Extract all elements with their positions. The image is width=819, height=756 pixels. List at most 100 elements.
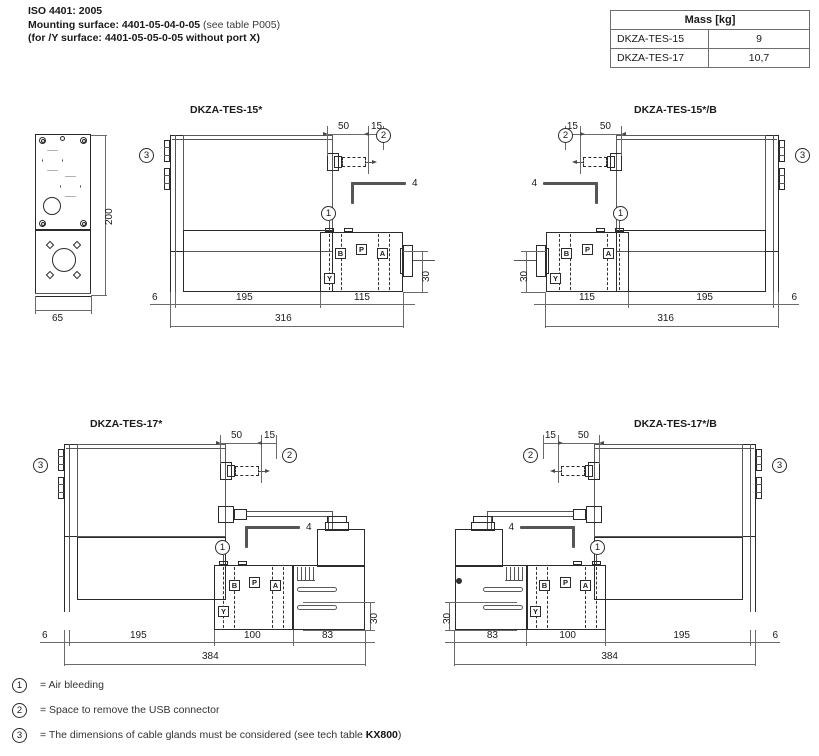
dim50-line [220,443,261,444]
right-flange-plate [400,248,404,274]
port-label-A: A [580,580,591,591]
dim-ext-mid2 [526,630,527,646]
callout-bubble-2: 2 [376,128,391,143]
dim50-ext-right [368,126,369,174]
mass-table: Mass [kg] DKZA-TES-15 9 DKZA-TES-17 10,7 [610,10,810,68]
hose-fitting-nut [234,509,247,520]
hex-key-icon [520,526,578,548]
dim30-ext-top [521,251,546,252]
port-bore-round [43,197,61,215]
dim-ext-6b [175,292,176,308]
valve-bore-line [234,567,235,628]
dim-height-detail-label: 30 [517,270,528,282]
plate-height-label: 200 [104,208,115,225]
port-label-P: P [560,577,571,588]
dim-total-line [546,326,779,327]
manifold-block [183,230,333,292]
tank-inner-face [183,135,333,252]
port-bore-hex [42,150,63,171]
hose-line-bot [247,516,329,517]
hex-key-size-label: 4 [412,178,418,189]
usb-removal-arrow [372,160,377,164]
dim-body-label: 195 [696,292,713,303]
dim-total-ext-l [755,644,756,666]
support-column-left [170,135,171,303]
air-bleed-valve [219,561,228,565]
dim-ext-mid1 [605,630,606,646]
air-bleed-leader [223,555,224,565]
air-bleed-valve [325,228,334,232]
callout-bubble-1: 1 [215,540,230,555]
dim-total-ext-r [454,644,455,666]
dim50-arrow-right [364,132,369,136]
flange-center-line [514,260,536,261]
sight-glass [297,587,337,592]
bolt-hole [39,137,46,144]
hose-line-bot [491,516,573,517]
legend-text-3-table-ref: KX800 [365,729,398,741]
bolt-hole [80,220,87,227]
dim30-ext-bot [403,292,428,293]
dim-valve-label: 100 [244,630,261,641]
dim30-ext-bot [445,630,517,631]
sensor-fin [297,567,298,580]
legend-bubble-1: 1 [12,678,27,693]
bolt-hole-inner [40,221,45,226]
dim50-arrow-right [580,132,585,136]
valve-bore-line [272,567,273,628]
plate-width-ext-l [35,296,36,314]
support-column-left-2 [69,444,70,612]
dim-chain-baseline [534,304,799,305]
valve-body [214,565,293,630]
dim-total-label: 316 [275,313,292,324]
callout-bubble-2: 2 [558,128,573,143]
valve-bore-line [389,234,390,290]
cable-gland-icon [164,168,170,190]
dim50-arrow-right [257,441,262,445]
plate-width-dim-line [35,310,91,311]
support-column-left [778,135,779,303]
dim15-line [544,443,559,444]
sight-glass [297,605,337,610]
dim-ext-6b [750,630,751,646]
gland-rib [779,147,785,148]
callout-bubble-3: 3 [33,458,48,473]
valve-bore-line [536,567,537,628]
hex-key-icon [242,526,300,548]
valve-top-boss [596,228,605,232]
drawing-dkza-tes-15-b: 3 50 15 2 4 1 B P A Y 30 [499,120,819,340]
dim-total-ext-l [778,306,779,328]
usb-removal-arrow-line [366,162,373,163]
cable-gland-icon [58,477,64,499]
port-bore-hex [60,176,81,197]
port-label-B: B [561,248,572,259]
dim30-ext-bot [521,292,546,293]
dim30-ext-bot [303,630,375,631]
usb-connector-removal-outline [235,466,259,476]
gland-rib [164,183,170,184]
dim-ext-6b [773,292,774,308]
dim-total-label: 316 [657,313,674,324]
valve-bore-line [341,234,342,290]
dim50-line [559,443,600,444]
support-column-left-2 [750,444,751,612]
tank-inner-face [77,444,226,537]
dim15-ext-right [543,435,544,459]
dim-body-label: 195 [130,630,147,641]
dim-total-line [170,326,403,327]
legend-text-3-post: ) [397,729,402,741]
usb-connector-neck [585,465,593,477]
header-ysurface-text: (for /Y surface: 4401-05-05-0-05 without… [28,32,261,44]
drawing-dkza-tes-17-b: 3 50 15 2 4 1 B P A Y [410,430,800,666]
dim-ext-mid1 [214,630,215,646]
port-label-B: B [539,580,550,591]
support-column-left [755,444,756,612]
legend-row-1: 1 = Air bleeding [8,676,808,701]
drawing-dkza-tes-15: 3 50 15 2 4 1 B P A Y [130,120,435,340]
legend-text-1: = Air bleeding [40,679,104,691]
gland-rib [779,175,785,176]
hex-key-size-label: 4 [531,178,537,189]
usb-connector-removal-outline [561,466,585,476]
gland-rib [756,484,762,485]
sensor-fin [514,567,515,580]
